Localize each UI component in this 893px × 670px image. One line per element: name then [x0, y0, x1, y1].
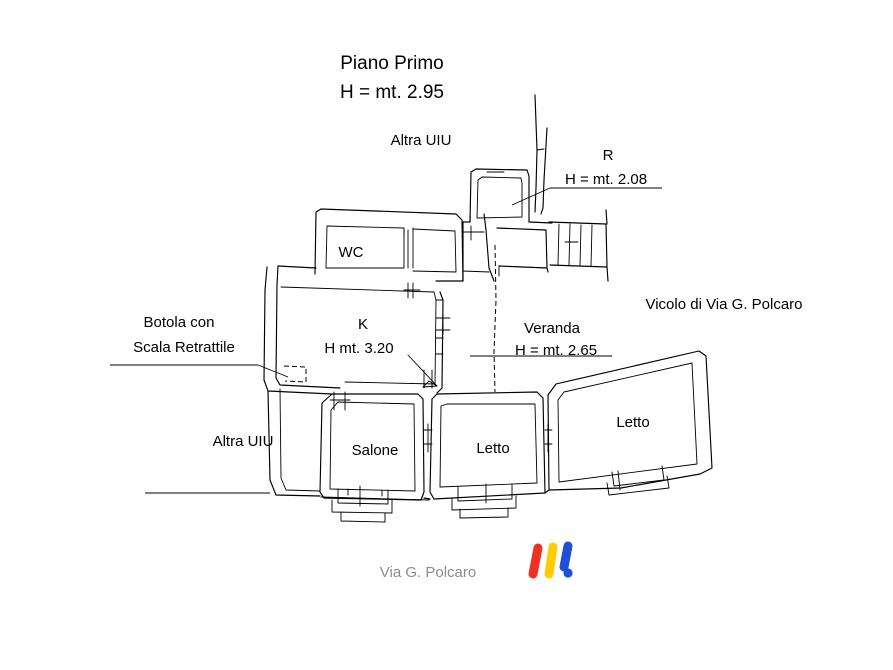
plan-title: Piano Primo: [340, 53, 444, 74]
label-room-kitchen-height: H mt. 3.20: [324, 340, 393, 357]
lower-exterior-wall: [267, 388, 550, 501]
wc-block-outline: [277, 208, 464, 282]
label-room-salone: Salone: [352, 442, 399, 459]
door-openings: [329, 282, 451, 411]
label-altra-uiu-left: Altra UIU: [213, 433, 274, 450]
watermark-logo: [528, 541, 573, 579]
text-labels: Piano Primo H = mt. 2.95 Altra UIU R H =…: [133, 53, 802, 581]
label-veranda-height: H = mt. 2.65: [515, 342, 597, 359]
interior-doors: [423, 369, 433, 389]
letto-1-outline: [423, 391, 546, 500]
leader-lines: [110, 187, 662, 494]
logo-dot-icon: [563, 568, 573, 578]
veranda-outline: [462, 213, 553, 393]
upper-boundary-walls: [534, 94, 548, 215]
label-room-wc: WC: [339, 244, 364, 261]
logo-bar-yellow: [544, 542, 558, 579]
logo-bar-blue: [559, 541, 573, 572]
windows-balconies: [331, 465, 670, 523]
label-room-r-height: H = mt. 2.08: [565, 171, 647, 188]
label-room-letto-1: Letto: [476, 440, 509, 457]
label-vicolo: Vicolo di Via G. Polcaro: [645, 296, 802, 313]
salone-outline: [319, 393, 425, 501]
label-room-letto-2: Letto: [616, 414, 649, 431]
logo-bar-red: [528, 543, 543, 579]
plan-title-height: H = mt. 2.95: [340, 82, 444, 103]
letto-2-outline: [544, 350, 713, 491]
label-botola-line2: Scala Retrattile: [133, 339, 235, 356]
label-veranda: Veranda: [524, 320, 581, 337]
label-room-kitchen: K: [358, 316, 368, 333]
staircase: [548, 209, 609, 282]
label-room-r: R: [603, 147, 614, 164]
label-altra-uiu-top: Altra UIU: [391, 132, 452, 149]
room-r-outline: [469, 168, 530, 223]
kitchen-outline: [263, 265, 444, 395]
label-botola-line1: Botola con: [144, 314, 215, 331]
label-via-polcaro: Via G. Polcaro: [380, 564, 476, 581]
